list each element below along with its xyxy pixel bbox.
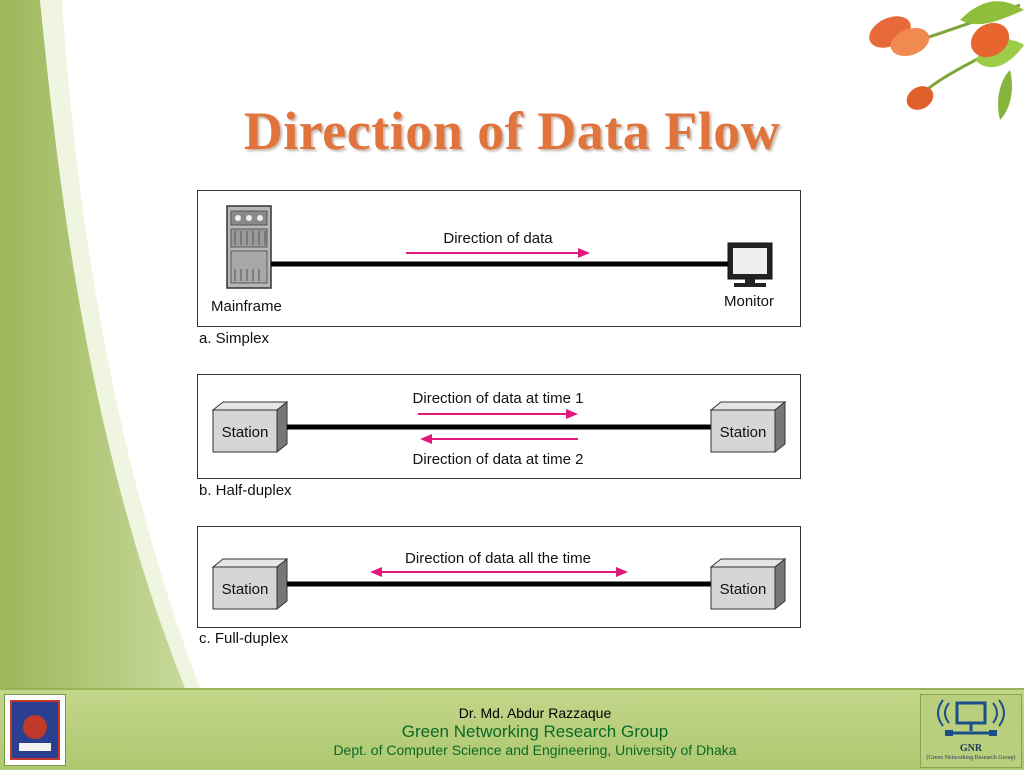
mainframe-icon <box>226 205 272 289</box>
arrowhead-right-icon <box>578 248 590 258</box>
mainframe-label: Mainframe <box>211 298 282 315</box>
half-duplex-label-time1: Direction of data at time 1 <box>413 390 584 407</box>
station-left-label: Station <box>222 581 269 598</box>
half-duplex-label-time2: Direction of data at time 2 <box>413 451 584 468</box>
slide-title: Direction of Data Flow <box>243 101 781 161</box>
gnr-logo-subtitle: (Green Networking Research Group) <box>926 755 1016 761</box>
half-duplex-panel: Station Direction of data at time 1 Dire… <box>197 374 801 479</box>
simplex-arrow-label: Direction of data <box>443 230 553 247</box>
footer-group: Green Networking Research Group <box>401 722 669 741</box>
half-duplex-diagram: Station Direction of data at time 1 Dire… <box>211 390 787 468</box>
half-duplex-caption: b. Half-duplex <box>199 482 292 499</box>
station-right-label: Station <box>720 581 767 598</box>
monitor-label: Monitor <box>724 293 774 310</box>
full-duplex-panel: Station Direction of data all the time S… <box>197 526 801 628</box>
footer-department: Dept. of Computer Science and Engineerin… <box>333 742 737 758</box>
university-logo-icon <box>4 694 66 766</box>
station-right-icon <box>709 400 787 454</box>
footer-bar: Dr. Md. Abdur Razzaque Green Networking … <box>0 688 1024 770</box>
gnr-logo: GNR (Green Networking Research Group) <box>920 694 1022 768</box>
simplex-caption: a. Simplex <box>199 330 270 347</box>
station-left-label: Station <box>222 424 269 441</box>
tulip-decoration-icon <box>869 1 1024 120</box>
monitor-icon <box>727 242 773 287</box>
full-duplex-diagram: Station Direction of data all the time S… <box>211 550 787 611</box>
arrowhead-right-icon <box>616 567 628 577</box>
station-left-icon <box>211 557 289 611</box>
gnr-logo-title: GNR <box>959 743 983 754</box>
arrowhead-left-icon <box>420 434 432 444</box>
full-duplex-label: Direction of data all the time <box>405 550 591 567</box>
simplex-panel: Mainframe Direction of data Monitor <box>197 190 801 327</box>
footer-author: Dr. Md. Abdur Razzaque <box>458 705 612 721</box>
station-left-icon <box>211 400 289 454</box>
arrowhead-left-icon <box>370 567 382 577</box>
full-duplex-caption: c. Full-duplex <box>199 630 289 647</box>
station-right-label: Station <box>720 424 767 441</box>
arrowhead-right-icon <box>566 409 578 419</box>
station-right-icon <box>709 557 787 611</box>
simplex-diagram: Mainframe Direction of data Monitor <box>211 205 774 315</box>
network-monitor-icon <box>937 699 1005 736</box>
